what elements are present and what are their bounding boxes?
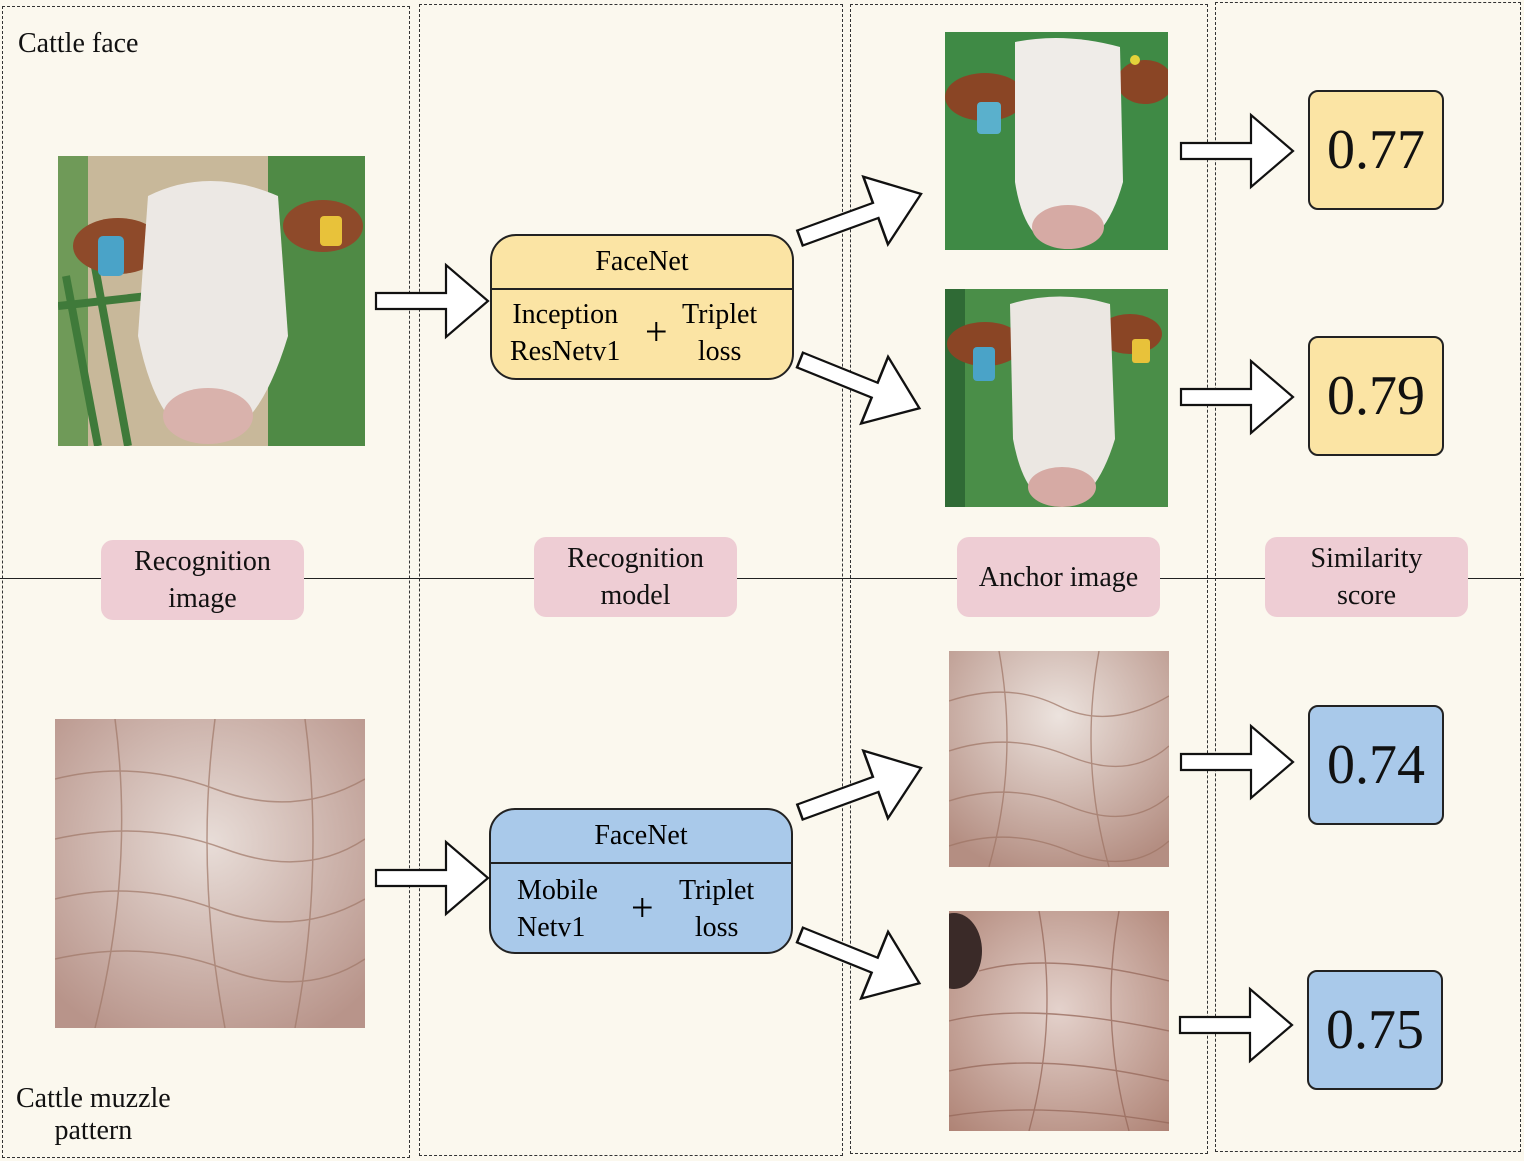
score-muzzle-2: 0.75 bbox=[1307, 970, 1443, 1090]
column-recognition-model bbox=[419, 4, 843, 1156]
score-muzzle-1: 0.74 bbox=[1308, 705, 1444, 825]
arrow-anchor-to-score-face-2 bbox=[1179, 359, 1295, 435]
column-similarity-score bbox=[1215, 2, 1521, 1152]
plus-sign: + bbox=[631, 885, 654, 930]
arrow-anchor-to-score-face-1 bbox=[1179, 113, 1295, 189]
arrow-anchor-to-score-muzzle-1 bbox=[1179, 724, 1295, 800]
anchor-face-photo-2 bbox=[945, 289, 1168, 507]
anchor-muzzle-photo-1 bbox=[949, 651, 1169, 867]
arrow-model-to-anchor-face-1 bbox=[786, 158, 935, 274]
facenet-muzzle-model: FaceNet Mobile Netv1 + Triplet loss bbox=[489, 808, 793, 954]
section-divider bbox=[0, 578, 1524, 579]
arrow-face-to-model bbox=[374, 263, 490, 339]
anchor-face-photo-1 bbox=[945, 32, 1168, 250]
pill-anchor-image: Anchor image bbox=[957, 537, 1160, 617]
anchor-muzzle-photo-2 bbox=[949, 911, 1169, 1131]
model-loss: Triplet loss bbox=[682, 299, 758, 367]
top-section-label: Cattle face bbox=[18, 28, 139, 59]
cattle-muzzle-photo bbox=[55, 719, 365, 1028]
model-title: FaceNet bbox=[492, 236, 792, 290]
arrow-model-to-anchor-face-2 bbox=[785, 325, 935, 443]
bottom-section-label: Cattle muzzle pattern bbox=[16, 1083, 171, 1146]
arrow-muzzle-to-model bbox=[374, 840, 490, 916]
arrow-model-to-anchor-muzzle-2 bbox=[785, 900, 935, 1018]
model-backbone: Mobile Netv1 bbox=[517, 875, 598, 943]
arrow-model-to-anchor-muzzle-1 bbox=[786, 732, 935, 848]
score-face-2: 0.79 bbox=[1308, 336, 1444, 456]
cattle-face-photo bbox=[58, 156, 365, 446]
column-anchor-image bbox=[850, 4, 1208, 1154]
score-face-1: 0.77 bbox=[1308, 90, 1444, 210]
column-recognition-image bbox=[2, 6, 410, 1158]
facenet-face-model: FaceNet Inception ResNetv1 + Triplet los… bbox=[490, 234, 794, 380]
model-loss: Triplet loss bbox=[679, 875, 755, 943]
model-title: FaceNet bbox=[491, 810, 791, 864]
plus-sign: + bbox=[645, 309, 668, 354]
model-backbone: Inception ResNetv1 bbox=[510, 299, 621, 367]
arrow-anchor-to-score-muzzle-2 bbox=[1178, 987, 1294, 1063]
